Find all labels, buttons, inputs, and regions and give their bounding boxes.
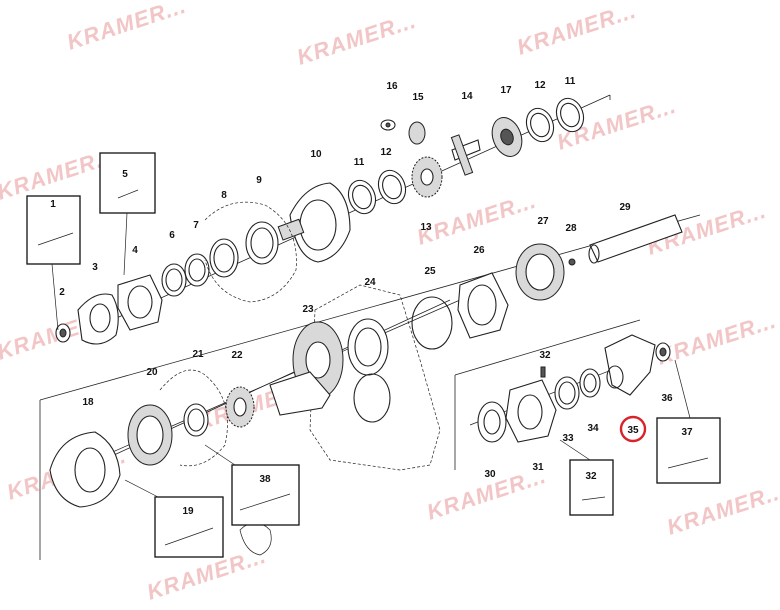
callout-16: 16 bbox=[386, 81, 398, 92]
callout-22: 22 bbox=[231, 350, 243, 361]
callout-13: 13 bbox=[420, 222, 432, 233]
callout-18: 18 bbox=[82, 397, 94, 408]
callout-17: 17 bbox=[500, 85, 512, 96]
watermark: KRAMER... bbox=[64, 0, 190, 55]
callout-labels: 1 2 3 4 5 6 7 8 9 10 11 12 13 14 15 16 1… bbox=[50, 76, 693, 517]
callout-12: 12 bbox=[380, 147, 392, 158]
watermark: KRAMER... bbox=[664, 478, 780, 540]
detail-box-37 bbox=[656, 417, 721, 484]
watermark: KRAMER... bbox=[414, 188, 540, 250]
callout-26: 26 bbox=[473, 245, 485, 256]
callout-28: 28 bbox=[565, 223, 577, 234]
callout-3: 3 bbox=[92, 262, 98, 273]
detail-box-1 bbox=[26, 195, 81, 265]
callout-10: 10 bbox=[310, 149, 322, 160]
housing-group bbox=[269, 284, 441, 471]
callout-11: 11 bbox=[354, 157, 365, 168]
callout-25: 25 bbox=[424, 266, 436, 277]
callout-15: 15 bbox=[412, 92, 424, 103]
callout-4: 4 bbox=[132, 245, 138, 256]
callout-29: 29 bbox=[619, 202, 631, 213]
callout-9: 9 bbox=[256, 175, 262, 186]
watermark: KRAMER... bbox=[294, 8, 420, 70]
callout-14: 14 bbox=[461, 91, 473, 102]
callout-6: 6 bbox=[169, 230, 175, 241]
callout-38: 38 bbox=[259, 474, 271, 485]
flange-group bbox=[477, 334, 671, 443]
callout-33: 33 bbox=[562, 433, 574, 444]
callout-31: 31 bbox=[532, 462, 544, 473]
detail-box-19 bbox=[154, 496, 224, 558]
callout-23: 23 bbox=[302, 304, 314, 315]
callout-35: 35 bbox=[627, 425, 639, 436]
callout-34: 34 bbox=[587, 423, 599, 434]
callout-8: 8 bbox=[221, 190, 227, 201]
callout-24: 24 bbox=[364, 277, 376, 288]
watermark: KRAMER... bbox=[654, 308, 780, 370]
callout-20: 20 bbox=[146, 367, 158, 378]
callout-32-box: 32 bbox=[585, 471, 597, 482]
lower-gear-group bbox=[49, 369, 272, 556]
detail-box-32 bbox=[569, 459, 614, 516]
differential-group bbox=[380, 97, 585, 176]
planet-carrier-group bbox=[277, 156, 443, 263]
callout-7: 7 bbox=[193, 220, 199, 231]
callout-12-upper: 12 bbox=[534, 80, 546, 91]
detail-boxes bbox=[26, 152, 721, 558]
input-shaft-group bbox=[55, 201, 297, 345]
callout-2: 2 bbox=[59, 287, 65, 298]
watermark: KRAMER... bbox=[514, 0, 640, 60]
callout-32: 32 bbox=[539, 350, 551, 361]
detail-box-5 bbox=[99, 152, 156, 214]
output-shaft-group bbox=[411, 214, 683, 350]
callout-27: 27 bbox=[537, 216, 549, 227]
callout-36: 36 bbox=[661, 393, 673, 404]
callout-19: 19 bbox=[182, 506, 194, 517]
highlight-circle bbox=[619, 415, 647, 443]
callout-30: 30 bbox=[484, 469, 496, 480]
callout-21: 21 bbox=[192, 349, 204, 360]
callout-11-upper: 11 bbox=[565, 76, 576, 87]
callout-5: 5 bbox=[122, 169, 128, 180]
callout-1: 1 bbox=[50, 199, 56, 210]
callout-37: 37 bbox=[681, 427, 693, 438]
